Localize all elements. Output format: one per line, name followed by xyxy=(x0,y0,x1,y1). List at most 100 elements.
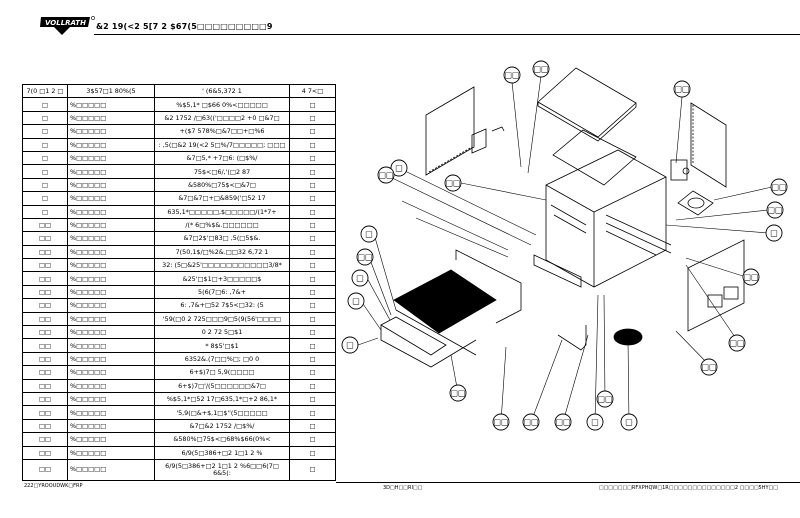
cell-description: 5(6(7□6: ,7&+ xyxy=(154,284,290,300)
cell-qty: □ xyxy=(289,231,336,246)
callout-circle xyxy=(503,66,521,84)
callout-number: □□ xyxy=(729,339,744,348)
cell-description: +($7 578%□&7□□+□%6 xyxy=(154,124,290,139)
table-row: □%□□□□□+($7 578%□&7□□+□%6□ xyxy=(22,124,336,139)
conveyor-frame xyxy=(380,249,522,368)
transformer xyxy=(670,159,690,181)
callout-number: □□ xyxy=(493,418,508,427)
cell-item-no: □□ xyxy=(22,231,68,246)
callout-bubble: □□ xyxy=(449,384,467,402)
cell-part-number: %□□□□□ xyxy=(67,365,155,380)
cell-qty: □ xyxy=(289,110,336,126)
callout-number: □ xyxy=(352,297,360,306)
cell-qty: □ xyxy=(289,164,336,179)
callout-circle xyxy=(347,292,365,310)
cell-item-no: □□ xyxy=(22,298,68,313)
table-row: □□%□□□□□&580%□75$<□68%$66(0%<□ xyxy=(22,432,336,447)
cell-part-number: %□□□□□ xyxy=(67,177,155,193)
cell-description: &580%□75$<□&7□ xyxy=(154,177,290,193)
callout-number: □□ xyxy=(674,85,689,94)
table-row: □□%□□□□□'5,9(□&+$,1□$''(5□□□□□□ xyxy=(22,405,336,420)
cell-item-no: □□ xyxy=(22,311,68,327)
column-header-description: ' (6&5,372 1 xyxy=(154,83,290,99)
cell-qty: □ xyxy=(289,191,336,206)
cell-part-number: %□□□□□ xyxy=(67,445,155,460)
cell-item-no: □□ xyxy=(22,458,68,481)
callout-bubble: □□ xyxy=(742,268,760,286)
callout-bubble: □□ xyxy=(770,178,788,196)
exploded-parts-diagram: □□□□□□□□□□□□□□□□□□□□□□□□□□□□□□□□□□□□□□□□ xyxy=(341,60,788,431)
cell-part-number: %□□□□□ xyxy=(67,458,155,481)
cell-part-number: %□□□□□ xyxy=(67,258,155,273)
table-row: □□%□□□□□6+$)7□ 5,9(□□□□□ xyxy=(22,365,336,380)
callout-bubble: □□ xyxy=(700,358,718,376)
table-row: □%□□□□□635,1*□□□□□,$□□□□□/(1*7+□ xyxy=(22,204,336,219)
callout-bubble: □ xyxy=(620,413,638,431)
callout-circle xyxy=(444,174,462,192)
cell-qty: □ xyxy=(289,365,336,380)
cell-part-number: %□□□□□ xyxy=(67,391,155,407)
svg-text:VOLLRATH: VOLLRATH xyxy=(45,19,86,27)
cell-item-no: □ xyxy=(22,164,68,179)
cell-qty: □ xyxy=(289,418,336,434)
callout-circle xyxy=(620,413,638,431)
document-title: &2 19(<2 5[7 2 $67(5□□□□□□□□□9 xyxy=(96,22,273,31)
cell-description: * 8$5'□$1 xyxy=(154,338,290,353)
callout-circle xyxy=(532,60,550,78)
cell-description: &7□&7□+□&859('□52 17 xyxy=(154,191,290,206)
callout-circle xyxy=(492,413,510,431)
table-row: □%□□□□□&7□&7□+□&859('□52 17□ xyxy=(22,191,336,206)
cell-qty: □ xyxy=(289,351,336,367)
cell-qty: □ xyxy=(289,271,336,286)
footer-document-number: □□□□□□□RFXPHQW□1R□□□□□□□□□□□□□□2 □□□□5HY… xyxy=(598,485,778,491)
cell-description: &25'□$1□+3□□□□□$ xyxy=(154,271,290,286)
cell-item-no: □ xyxy=(22,204,68,219)
cell-item-no: □□ xyxy=(22,351,68,367)
cell-qty: □ xyxy=(289,432,336,447)
callout-number: □□ xyxy=(504,71,519,80)
cell-qty: □ xyxy=(289,458,336,481)
column-header-part-number: 3$57□1 80%(5 xyxy=(67,83,155,99)
leader-lines xyxy=(357,75,773,423)
cell-description: %$5,1* □$66 0%<□□□□□ xyxy=(154,97,290,112)
conveyor-belt xyxy=(393,269,497,334)
callout-number: □ xyxy=(770,229,778,238)
callout-number: □□ xyxy=(767,206,782,215)
cell-part-number: %□□□□□ xyxy=(67,351,155,367)
callout-bubble: □□ xyxy=(356,248,374,266)
table-row: □%□□□□□&7□5,* +7□6: (□$%/□ xyxy=(22,150,336,166)
callout-bubble: □ xyxy=(341,336,359,354)
cell-part-number: %□□□□□ xyxy=(67,124,155,139)
cell-description: 6+$)7□'/(5□□□□□□&7□ xyxy=(154,378,290,393)
table-row: □%□□□□□&580%□75$<□&7□□ xyxy=(22,177,336,193)
top-cover xyxy=(537,67,637,142)
cell-qty: □ xyxy=(289,124,336,139)
title-divider xyxy=(94,34,800,35)
callout-number: □□ xyxy=(445,179,460,188)
cell-qty: □ xyxy=(289,150,336,166)
table-row: □□%□□□□□* 8$5'□$1□ xyxy=(22,338,336,353)
table-row: □%□□□□□%$5,1* □$66 0%<□□□□□□ xyxy=(22,97,336,112)
callout-bubble: □ xyxy=(351,269,369,287)
cell-item-no: □□ xyxy=(22,284,68,300)
cell-description: 6: ,7&+□52 7$5<□32: (5 xyxy=(154,298,290,313)
table-row: □□%□□□□□6+$)7□'/(5□□□□□□&7□□ xyxy=(22,378,336,393)
callout-bubble: □□ xyxy=(532,60,550,78)
callout-number: □□ xyxy=(743,273,758,282)
table-row: □□%□□□□□7(50,1$/□%2&.□□32 6,72 1□ xyxy=(22,244,336,260)
table-header-row: 7(0 □1 2 □ 3$57□1 80%(5 ' (6&5,372 1 4 7… xyxy=(22,83,336,99)
footer-page-number: 3D□H□□RI□□ xyxy=(383,485,423,491)
cell-qty: □ xyxy=(289,204,336,219)
callout-number: □□ xyxy=(450,389,465,398)
left-side-panel xyxy=(425,86,475,176)
back-panel xyxy=(687,239,745,332)
cell-description: %$5,1*□52 17□635,1*□+2 86,1* xyxy=(154,391,290,407)
callout-circle xyxy=(360,225,378,243)
cell-qty: □ xyxy=(289,338,336,353)
cell-qty: □ xyxy=(289,258,336,273)
cell-item-no: □ xyxy=(22,137,68,152)
cell-description: /(* 6□%$&.□□□□□□ xyxy=(154,217,290,233)
callout-circle xyxy=(765,224,783,242)
callout-circle xyxy=(522,413,540,431)
callout-circle xyxy=(596,390,614,408)
